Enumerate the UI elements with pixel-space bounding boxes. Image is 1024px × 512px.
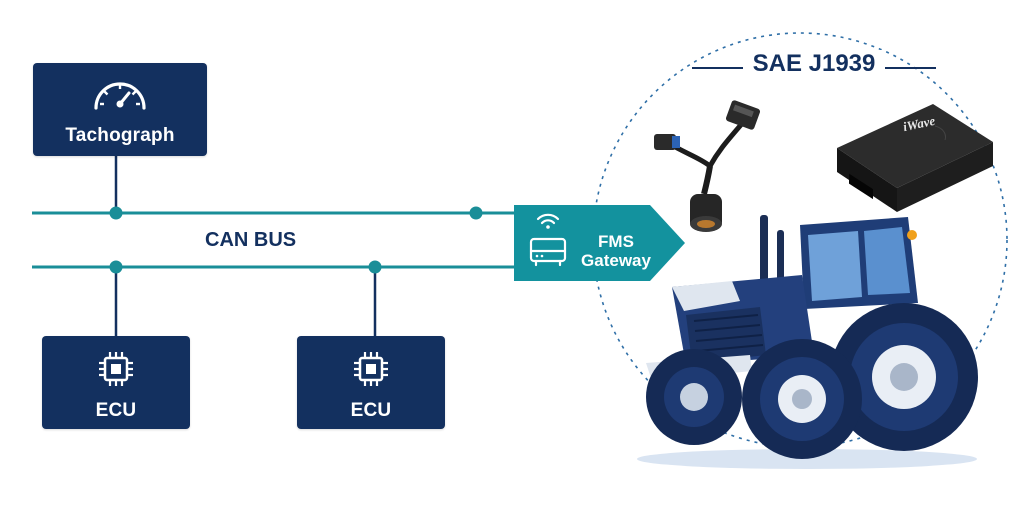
junction-dot	[109, 260, 123, 274]
ecu-box-1: ECU	[42, 336, 190, 429]
fms-gateway-arrow	[514, 205, 685, 281]
protocol-title: SAE J1939	[690, 50, 938, 78]
tachograph-label: Tachograph	[65, 125, 175, 146]
junction-dot	[109, 206, 123, 220]
tachograph-box: Tachograph	[33, 63, 207, 156]
can-y-cable-icon	[654, 100, 761, 232]
junction-dot	[368, 260, 382, 274]
tractor-icon	[637, 215, 978, 469]
gateway-label-line2: Gateway	[581, 251, 651, 270]
telematics-box-icon	[837, 104, 993, 212]
gauge-icon	[94, 82, 146, 110]
fms-gateway-label: FMS Gateway	[578, 232, 654, 270]
ecu-box-2: ECU	[297, 336, 445, 429]
chip-icon	[354, 352, 388, 386]
protocol-title-text: SAE J1939	[742, 50, 886, 77]
can-bus-label: CAN BUS	[205, 229, 297, 251]
junction-dot	[469, 206, 483, 220]
ecu-label: ECU	[95, 400, 137, 421]
router-wifi-icon	[529, 213, 567, 267]
chip-icon	[99, 352, 133, 386]
gateway-label-line1: FMS	[598, 232, 634, 251]
ecu-label: ECU	[350, 400, 392, 421]
